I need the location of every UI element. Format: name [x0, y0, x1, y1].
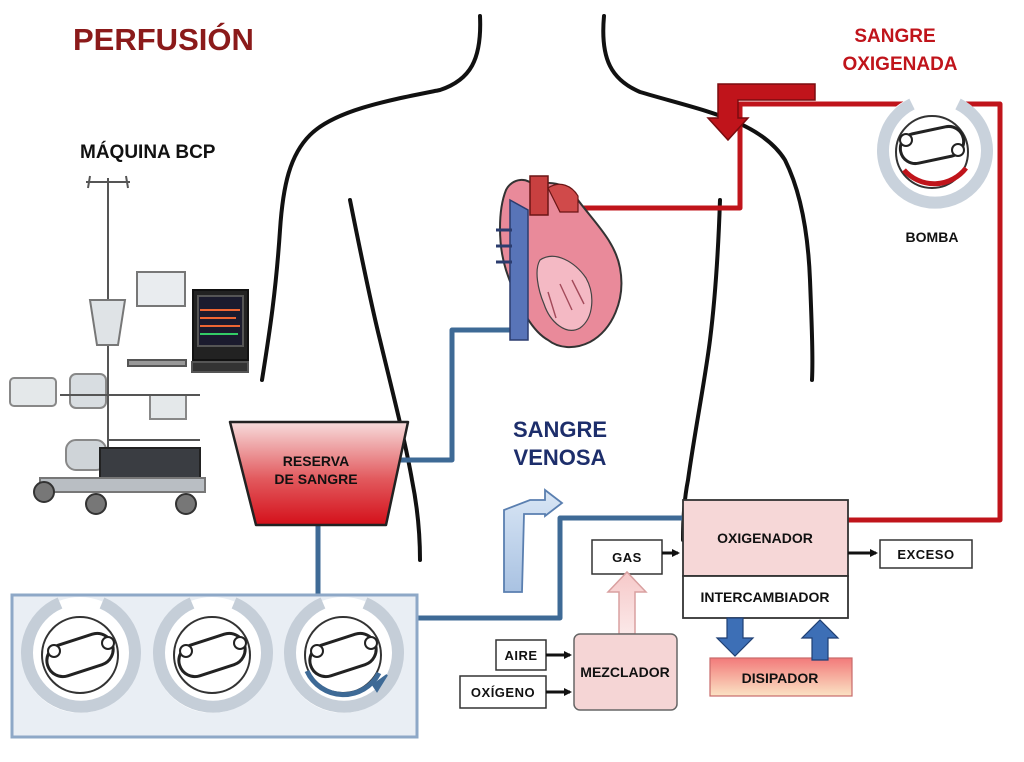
exchanger-to-dissipator-arrow — [715, 617, 755, 657]
oxygenator-block: OXIGENADOR INTERCAMBIADOR — [682, 499, 849, 619]
venous-blood-label-line2: VENOSA — [514, 445, 607, 470]
oxygenator-label: OXIGENADOR — [717, 530, 813, 546]
reservoir-label-line1: RESERVA — [283, 453, 349, 469]
air-box — [495, 639, 547, 671]
dissipator-label: DISIPADOR — [742, 670, 819, 686]
console-roller-pump-icon — [153, 597, 273, 713]
heart-icon — [496, 175, 623, 348]
dissipator-box — [709, 657, 853, 697]
roller-pump-icon — [874, 94, 993, 210]
mixer-to-gas-arrow — [606, 570, 648, 635]
dissipator-to-exchanger-arrow — [800, 619, 840, 661]
oxygen-box — [459, 675, 547, 709]
bcp-machine-icon — [9, 175, 249, 515]
oxygenated-blood-line — [578, 101, 1003, 523]
oxygen-label: OXÍGENO — [471, 685, 535, 700]
mixer-label: MEZCLADOR — [580, 664, 669, 680]
blood-reservoir: RESERVA DE SANGRE — [228, 420, 410, 527]
gas-label: GAS — [612, 550, 642, 565]
reservoir-label-line2: DE SANGRE — [274, 471, 357, 487]
exchanger-label: INTERCAMBIADOR — [700, 589, 829, 605]
venous-blood-label-line1: SANGRE — [513, 417, 607, 442]
oxygenated-inflow-arrow — [706, 83, 816, 142]
excess-box — [879, 539, 973, 569]
air-label: AIRE — [504, 648, 537, 663]
oxygenated-blood-label-line2: OXIGENADA — [842, 54, 957, 75]
console-roller-pump-icon — [284, 597, 404, 713]
pump-label: BOMBA — [906, 229, 959, 245]
page-title: PERFUSIÓN — [73, 21, 254, 57]
venous-flow-arrow — [503, 488, 564, 593]
excess-label: EXCESO — [897, 547, 954, 562]
oxygenated-blood-label-line1: SANGRE — [854, 26, 935, 47]
console-roller-pump-icon — [21, 597, 141, 713]
mixer-box — [573, 633, 678, 711]
machine-label: MÁQUINA BCP — [80, 141, 216, 163]
